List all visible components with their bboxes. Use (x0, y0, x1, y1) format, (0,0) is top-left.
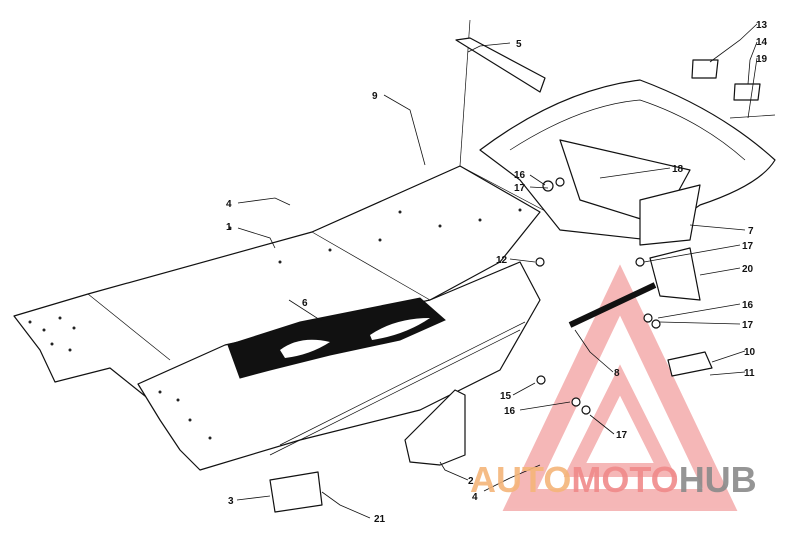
rear-bumper-assembly (479, 79, 776, 246)
flap-5 (455, 37, 546, 93)
callout-8: 8 (614, 368, 620, 379)
callout-21: 21 (374, 514, 386, 525)
callout-10: 10 (744, 347, 756, 358)
callout-16-right: 16 (742, 300, 754, 311)
callout-3: 3 (228, 496, 234, 507)
callout-12: 12 (496, 255, 508, 266)
callout-13: 13 (756, 20, 768, 31)
fasteners (535, 177, 661, 415)
callout-19: 19 (756, 54, 768, 65)
callout-18: 18 (672, 164, 684, 175)
panel-holes (28, 208, 522, 440)
callout-16-bottom: 16 (504, 406, 516, 417)
callout-20: 20 (742, 264, 754, 275)
callout-4-bottom: 4 (472, 492, 478, 503)
callout-2: 2 (468, 476, 474, 487)
callout-17-top: 17 (514, 183, 526, 194)
plate-3 (269, 471, 323, 513)
watermark-triangle-inner (563, 364, 677, 477)
callout-4-top: 4 (226, 199, 232, 210)
watermark-auto: AUTOMOTOHUB (470, 459, 757, 500)
callout-17-bottom: 17 (616, 430, 628, 441)
callout-14: 14 (756, 37, 768, 48)
callout-15: 15 (500, 391, 512, 402)
callout-16-top: 16 (514, 170, 526, 181)
leader-lines (236, 23, 758, 519)
reflector-10 (667, 351, 713, 377)
callout-9: 9 (372, 91, 378, 102)
callout-labels: 1 2 3 4 4 5 6 7 8 9 10 11 12 13 14 15 16… (226, 20, 768, 525)
rod-8 (568, 282, 657, 328)
callout-7: 7 (748, 226, 754, 237)
watermark-text: AUTOMOTOHUB (470, 459, 757, 500)
watermark-logo (502, 264, 738, 511)
callout-5: 5 (516, 39, 522, 50)
callout-17-right: 17 (742, 320, 754, 331)
bracket-2 (404, 389, 466, 466)
callout-6: 6 (302, 298, 308, 309)
callout-1: 1 (226, 222, 232, 233)
callout-11: 11 (744, 368, 755, 379)
flame-decal (227, 297, 446, 379)
screw-19 (729, 114, 776, 119)
reflectors (691, 59, 761, 101)
callout-17-upper-right: 17 (742, 241, 754, 252)
bracket-20 (649, 247, 701, 301)
watermark-triangle-outer (502, 264, 738, 511)
